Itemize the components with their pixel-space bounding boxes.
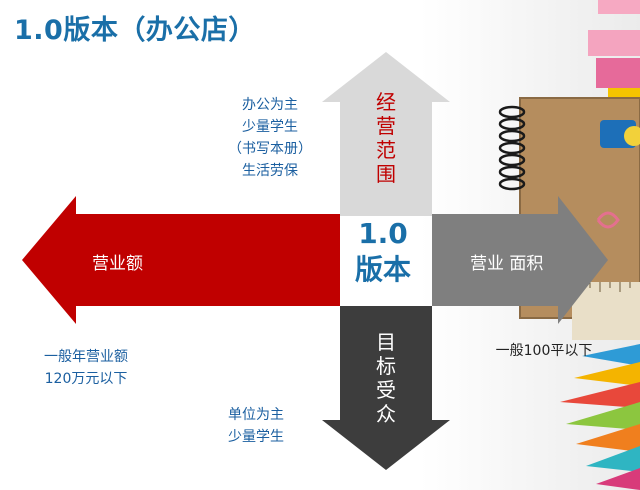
scope-char: 范 (376, 138, 396, 162)
audience-note-line: 少量学生 (228, 429, 284, 445)
audience-char: 标 (376, 354, 396, 378)
audience-notes: 单位为主 少量学生 (216, 404, 296, 448)
revenue-note-line: 一般年营业额 (44, 349, 128, 365)
colored-pencils-icon (560, 344, 640, 490)
page-title: 1.0版本（办公店） (14, 15, 256, 46)
center-line-1: 1.0 (358, 217, 408, 250)
arrow-left-revenue (22, 196, 340, 324)
scope-char: 围 (376, 162, 396, 186)
scope-char: 营 (376, 114, 396, 138)
area-note-line: 一般100平以下 (495, 343, 593, 359)
arrow-up-scope (322, 52, 450, 216)
audience-char: 目 (376, 330, 396, 354)
scope-note-line: 少量学生 (242, 119, 298, 135)
revenue-notes: 一般年营业额 120万元以下 (28, 346, 144, 390)
center-line-2: 版本 (354, 253, 411, 286)
audience-char: 众 (376, 402, 396, 426)
scope-note-line: 办公为主 (242, 97, 298, 113)
revenue-note-line: 120万元以下 (44, 371, 128, 387)
ruler-icon (572, 282, 640, 340)
audience-label: 目 标 受 众 (371, 330, 401, 426)
revenue-label: 营业额 (92, 254, 143, 274)
sticky-notes-icon (588, 0, 640, 98)
arrow-right-area (432, 196, 608, 324)
scope-notes: 办公为主 少量学生 （书写本册） 生活劳保 (222, 94, 318, 182)
scope-note-line: （书写本册） (228, 141, 312, 157)
arrow-down-audience (322, 306, 450, 470)
scope-note-line: 生活劳保 (242, 163, 298, 179)
scope-char: 经 (376, 90, 396, 114)
area-label: 营业 面积 (470, 254, 544, 274)
center-version-label: 1.0 版本 (340, 216, 426, 288)
audience-note-line: 单位为主 (228, 407, 284, 423)
audience-char: 受 (376, 378, 396, 402)
scope-label: 经 营 范 围 (371, 90, 401, 186)
area-notes: 一般100平以下 (486, 340, 602, 362)
